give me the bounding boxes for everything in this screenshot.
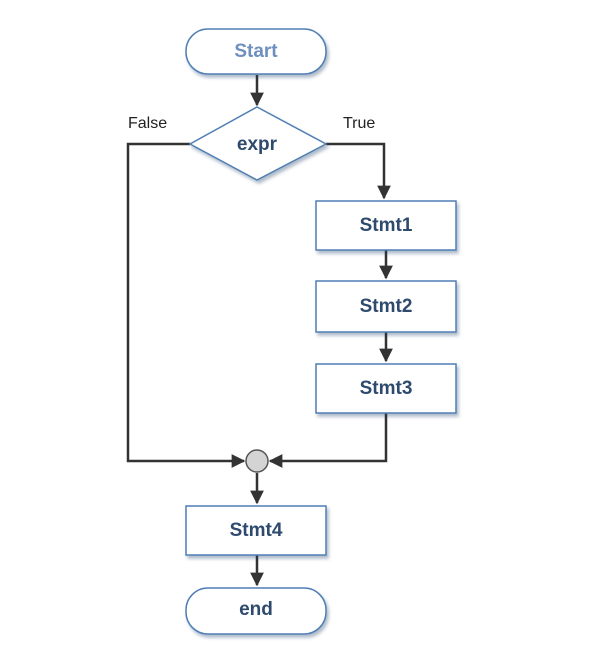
decision-node: expr [188,106,328,181]
false-branch-label: False [128,115,167,132]
stmt2-node: Stmt2 [315,280,457,333]
junction-node [245,449,269,473]
true-branch-label: True [343,115,375,132]
decision-label: expr [237,134,278,155]
end-label: end [239,599,273,620]
end-node: end [185,587,327,635]
stmt1-label: Stmt1 [360,215,413,236]
start-label: Start [234,41,278,62]
stmt3-node: Stmt3 [315,363,457,414]
connector-false-branch [126,142,246,468]
stmt4-label: Stmt4 [230,520,283,541]
connector-stmt3-to-junction [268,413,388,468]
stmt3-label: Stmt3 [360,378,413,399]
stmt2-label: Stmt2 [360,296,413,317]
start-node: Start [185,28,327,75]
stmt1-node: Stmt1 [315,200,457,251]
stmt4-node: Stmt4 [185,505,327,556]
connectors [126,75,393,587]
connector-true-branch [326,142,391,200]
